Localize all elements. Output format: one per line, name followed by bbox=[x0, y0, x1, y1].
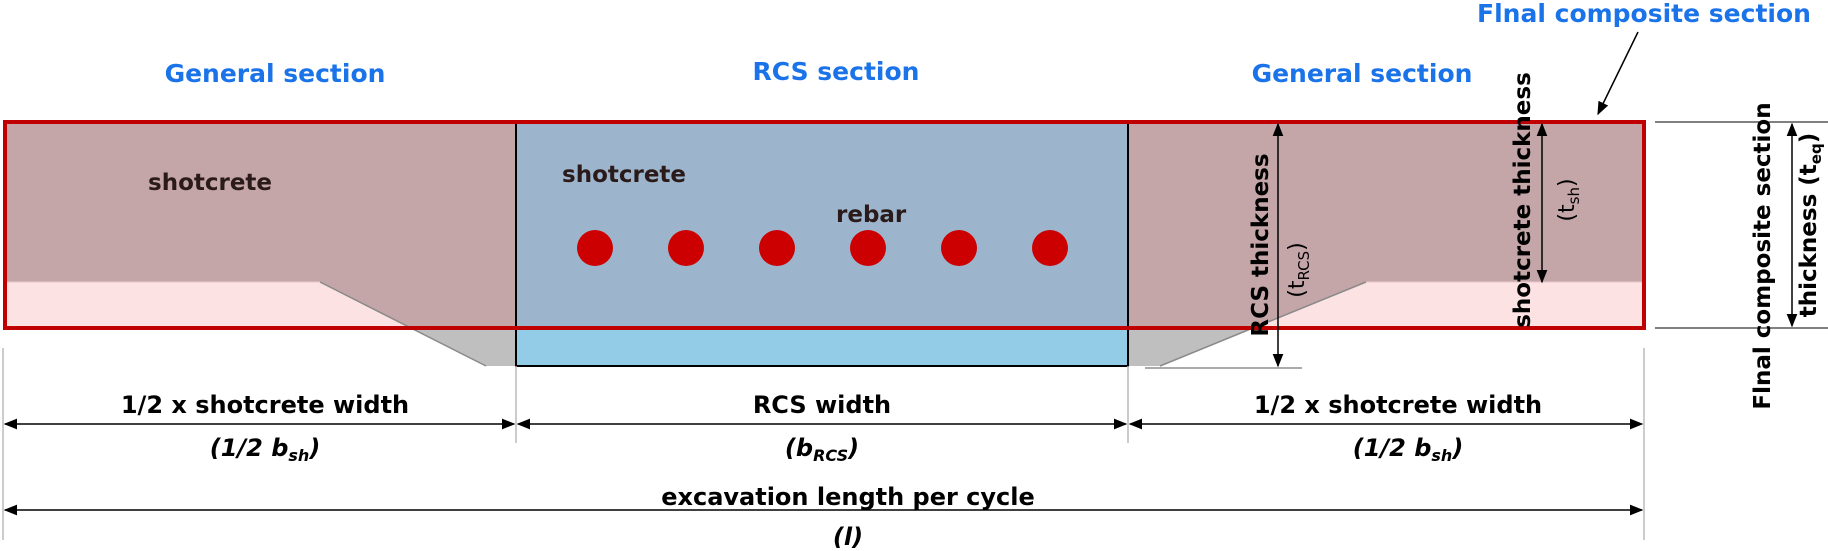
final-thickness-label-2: thickness (teq) bbox=[1796, 133, 1825, 318]
dim-left-label: 1/2 x shotcrete width bbox=[121, 391, 409, 419]
final-composite-pointer bbox=[1597, 31, 1639, 116]
dim-right-label: 1/2 x shotcrete width bbox=[1254, 391, 1542, 419]
rcs-thickness-symbol: (tRCS) bbox=[1285, 242, 1313, 297]
right-taper-edge bbox=[1159, 281, 1367, 367]
label-shotcrete-center: shotcrete bbox=[562, 162, 686, 188]
header-final-composite: Flnal composite section bbox=[1477, 0, 1811, 28]
final-composite-outline bbox=[3, 120, 1646, 330]
left-shotcrete-region bbox=[5, 122, 516, 282]
dim-center-label: RCS width bbox=[753, 391, 891, 419]
shotcrete-thickness-label: shotcrete thickness bbox=[1510, 72, 1536, 328]
dim-left-symbol: (1/2 bsh) bbox=[210, 434, 321, 465]
right-shotcrete-region bbox=[1128, 122, 1644, 282]
header-general-right: General section bbox=[1252, 59, 1473, 88]
rebar-dot bbox=[941, 230, 977, 266]
label-rebar: rebar bbox=[836, 202, 907, 228]
rcs-section-fill bbox=[516, 122, 1128, 328]
rebar-dot bbox=[850, 230, 886, 266]
dim-total-label: excavation length per cycle bbox=[661, 483, 1035, 511]
rebar-dot bbox=[577, 230, 613, 266]
rcs-thickness-label: RCS thickness bbox=[1248, 153, 1274, 336]
label-shotcrete-left: shotcrete bbox=[148, 170, 272, 196]
left-taper-gray bbox=[410, 328, 516, 366]
rebar-group bbox=[577, 230, 1068, 266]
header-general-left: General section bbox=[165, 59, 386, 88]
rcs-bottom-fill bbox=[516, 328, 1128, 366]
dim-total-symbol: (l) bbox=[833, 523, 863, 551]
dim-center-symbol: (bRCS) bbox=[785, 434, 859, 465]
right-taper-gray bbox=[1128, 328, 1250, 366]
header-rcs: RCS section bbox=[753, 57, 920, 86]
rebar-dot bbox=[668, 230, 704, 266]
shotcrete-thickness-symbol: (tsh) bbox=[1555, 178, 1583, 221]
left-taper-edge bbox=[319, 281, 487, 367]
rebar-dot bbox=[759, 230, 795, 266]
rebar-dot bbox=[1032, 230, 1068, 266]
dim-right-symbol: (1/2 bsh) bbox=[1353, 434, 1464, 465]
final-thickness-label-1: Flnal composite section bbox=[1750, 102, 1776, 409]
